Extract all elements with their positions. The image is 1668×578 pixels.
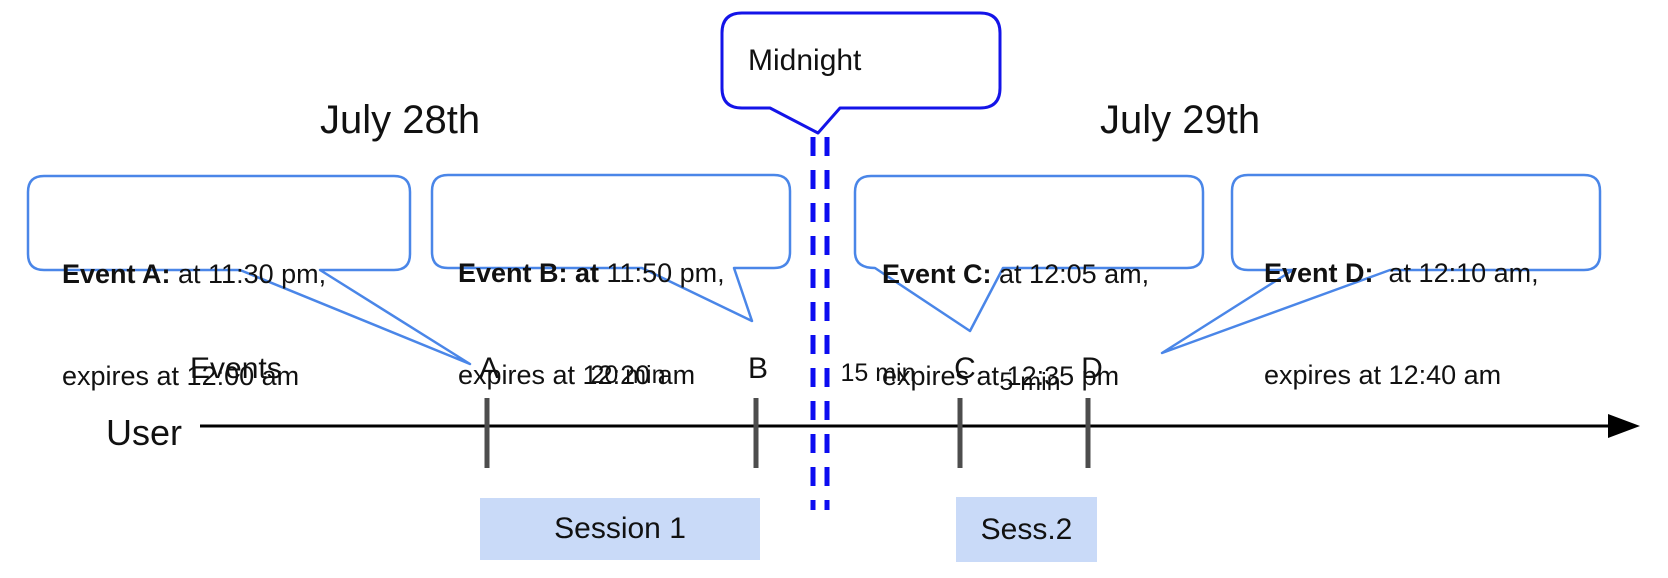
event-c-callout-bubble: [853, 174, 1205, 333]
event-d-callout-text: Event D: at 12:10 am, expires at 12:40 a…: [1264, 188, 1539, 460]
event-b-line2: expires at 12:20 am: [458, 360, 696, 390]
event-d-line1: Event D: at 12:10 am,: [1264, 258, 1539, 288]
event-b-callout-bubble: [430, 173, 792, 323]
event-c-callout-text: Event C: at 12:05 am, expires at 12:35 p…: [882, 189, 1149, 461]
date-july-28: July 28th: [320, 98, 481, 142]
interval-20min: 20 min: [590, 361, 666, 389]
midnight-callout-label: Midnight: [748, 44, 862, 77]
interval-5min: 5 min: [999, 368, 1061, 396]
event-d-line2: expires at 12:40 am: [1264, 360, 1502, 390]
midnight-callout-bubble: [720, 11, 1002, 135]
event-b-line1: Event B: at 11:50 pm,: [458, 258, 725, 288]
session-1-label: Session 1: [554, 512, 686, 545]
tick-label-a: A: [478, 352, 500, 385]
session-2-box: [956, 497, 1097, 562]
event-d-callout-bubble: [1160, 173, 1602, 355]
date-july-29: July 29th: [1100, 98, 1261, 142]
user-row-label: User: [106, 412, 183, 453]
tick-label-c: C: [954, 352, 976, 385]
event-c-line1: Event C: at 12:05 am,: [882, 259, 1150, 289]
event-a-line1: Event A: at 11:30 pm,: [62, 259, 327, 289]
event-a-callout-text: Event A: at 11:30 pm, expires at 12:00 a…: [62, 189, 326, 461]
session-1-box: [480, 498, 760, 560]
event-c-line2: expires at 12:35 pm: [882, 361, 1120, 391]
timeline-arrowhead-icon: [1608, 414, 1640, 438]
interval-15min: 15 min: [840, 359, 916, 387]
event-a-line2: expires at 12:00 am: [62, 361, 300, 391]
session-2-label: Sess.2: [980, 512, 1073, 546]
event-a-callout-bubble: [26, 174, 472, 366]
event-b-callout-text: Event B: at 11:50 pm, expires at 12:20 a…: [458, 188, 725, 460]
tick-label-d: D: [1081, 352, 1103, 385]
tick-label-b: B: [747, 352, 769, 385]
events-row-label: Events: [190, 352, 282, 385]
